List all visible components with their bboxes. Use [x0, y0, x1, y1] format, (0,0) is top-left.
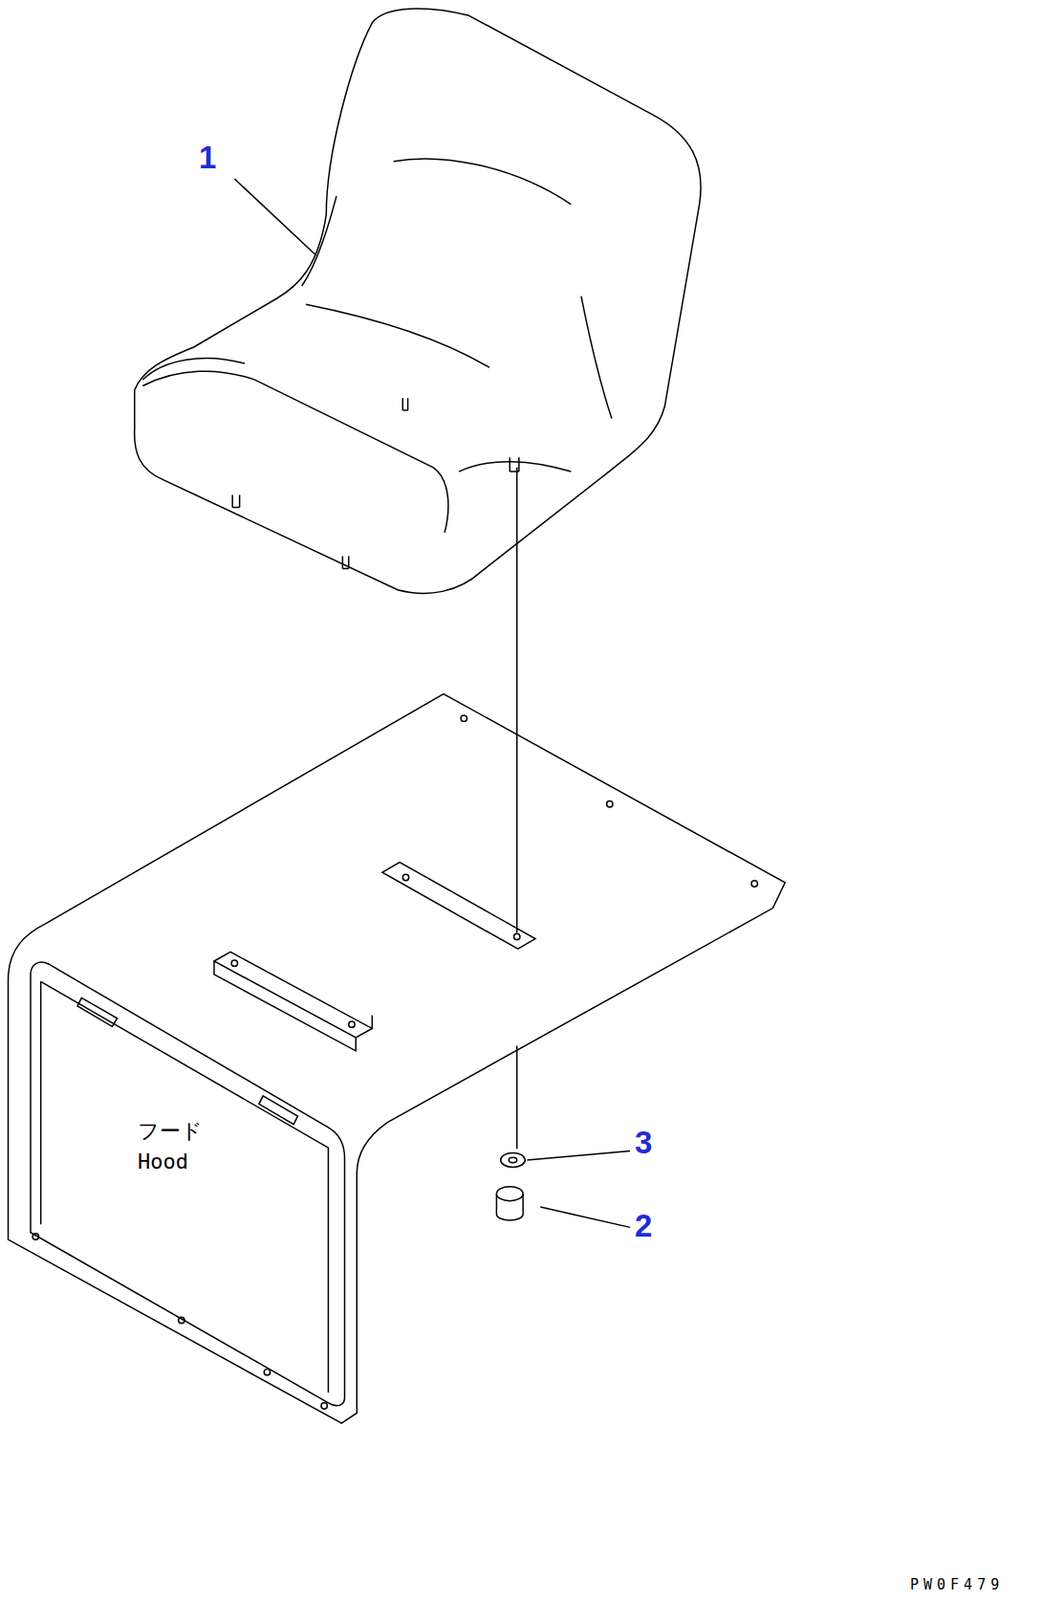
part-name: フード — [137, 1120, 203, 1142]
callout-number: 2 — [634, 1209, 652, 1241]
part-name: Hood — [137, 1150, 189, 1173]
callout-number: 1 — [198, 141, 217, 174]
callout-number: 3 — [634, 1126, 652, 1158]
drawing-code: PW0F479 — [910, 1577, 1004, 1592]
